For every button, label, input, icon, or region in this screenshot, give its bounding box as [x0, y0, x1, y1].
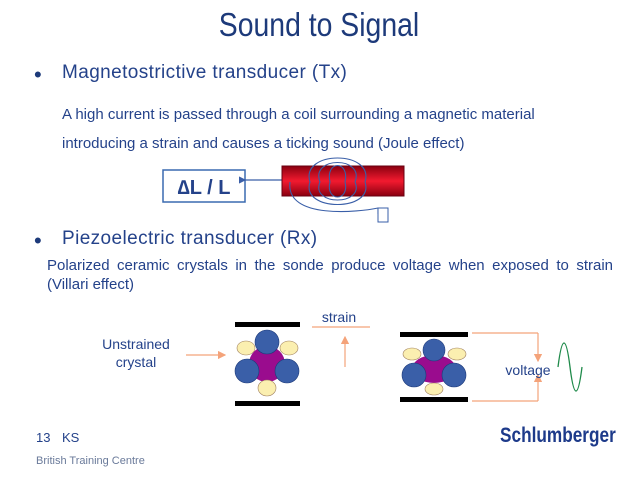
- magnetic-field-lines: [289, 157, 379, 214]
- crystal2-bottom-plate: [400, 397, 468, 402]
- bullet2-heading: Piezoelectric transducer (Rx): [62, 228, 318, 249]
- bullet2-description: Polarized ceramic crystals in the sonde …: [47, 257, 613, 293]
- bullet1-line2: introducing a strain and causes a tickin…: [62, 135, 465, 152]
- crystal1-bottom-plate: [235, 401, 300, 406]
- voltage-label: voltage: [505, 362, 550, 378]
- bullet1-heading: Magnetostrictive transducer (Tx): [62, 62, 348, 83]
- waveform-icon: [557, 342, 583, 392]
- magnetic-rod: [281, 165, 405, 197]
- crystal1-top-plate: [235, 322, 300, 327]
- slide-title: Sound to Signal: [218, 6, 420, 43]
- coil-terminal: [377, 207, 389, 223]
- unstrained-label-line2: crystal: [116, 354, 156, 370]
- bullet-marker-2: •: [34, 228, 42, 253]
- bullet1-description: A high current is passed through a coil …: [62, 100, 602, 158]
- unstrained-crystal: [234, 329, 300, 397]
- schlumberger-logo: Schlumberger: [500, 424, 616, 447]
- author-initials: KS: [62, 430, 80, 445]
- magnetostrictive-diagram: ∆L / L: [162, 157, 405, 223]
- strained-crystal: [401, 338, 467, 396]
- dl-label-box: [162, 169, 246, 203]
- footer-text: British Training Centre: [36, 455, 145, 467]
- unstrained-label-line1: Unstrained: [102, 336, 170, 352]
- bullet1-line1: A high current is passed through a coil …: [62, 106, 535, 123]
- piezoelectric-diagram: Unstrained crystal strain voltage: [102, 309, 583, 406]
- crystal2-top-plate: [400, 332, 468, 337]
- page-number: 13: [36, 430, 51, 445]
- dl-label: ∆L / L: [178, 177, 231, 199]
- bullet-marker: •: [34, 62, 42, 87]
- strain-label: strain: [322, 309, 356, 325]
